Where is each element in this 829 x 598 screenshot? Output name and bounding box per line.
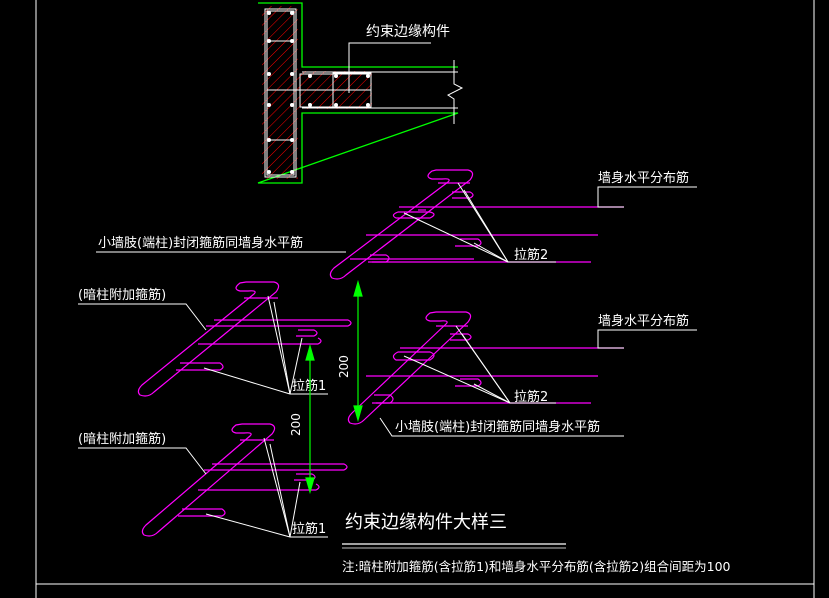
wall-horizontal-bar-mid-3 — [392, 351, 435, 361]
hidden-col-leader-bottom — [78, 447, 207, 475]
small-pier-label-top: 小墙肢(端柱)封闭箍筋同墙身水平筋 — [98, 235, 303, 251]
tie1-leader-a — [267, 295, 291, 395]
tie-bar-1-label-bottom: 拉筋1 — [292, 521, 326, 537]
column-hatch — [262, 6, 298, 179]
column-stirrup-inner — [266, 10, 295, 176]
wall-horiz-leader-mid — [597, 329, 697, 349]
tie2-leader-c — [403, 212, 509, 263]
tie-bar-2-label-mid: 拉筋2 — [514, 389, 548, 405]
wall-horiz-label-top: 墙身水平分布筋 — [598, 170, 689, 186]
tie-hooks-top — [368, 191, 482, 263]
closed-stirrup-top — [329, 169, 474, 280]
design-note: 注:暗柱附加箍筋(含拉筋1)和墙身水平分布筋(含拉筋2)组合间距为100 — [342, 559, 731, 574]
rebar-assembly-left-bottom — [141, 423, 348, 537]
wall-horizontal-bar-3 — [392, 211, 435, 219]
tie-hooks-mid — [372, 333, 482, 404]
tie2-leader-mid-b — [461, 333, 511, 404]
tie-bar-2-label-top: 拉筋2 — [514, 247, 548, 263]
hidden-col-bar-bottom-3 — [198, 483, 320, 491]
tie1-leader-bottom-d — [205, 513, 291, 538]
tie1-leader-b — [273, 301, 291, 395]
hidden-col-bar-top-5 — [296, 329, 318, 337]
hidden-col-bar-bottom-2 — [204, 463, 348, 471]
hidden-col-stirrup-bottom — [141, 423, 276, 537]
tie1-leader-d — [203, 367, 291, 395]
tie1-leader-bottom-b — [269, 443, 291, 538]
wall-horizontal-bar-mid-1 — [400, 325, 624, 349]
annotation-lines-top — [96, 182, 697, 263]
annotation-lines-left-top — [78, 295, 328, 395]
tie2-leader-d — [473, 242, 509, 263]
dimension-label-200-right: 200 — [337, 355, 351, 378]
hidden-col-bar-top-4 — [176, 362, 224, 371]
tie1-leader-bottom-c — [289, 481, 301, 538]
rebar-assembly-left-top — [137, 281, 352, 397]
wall-horiz-leader-top — [597, 186, 697, 208]
break-line — [447, 60, 464, 124]
tie2-leader-mid-c — [403, 355, 511, 404]
tie1-leader-c — [289, 337, 303, 395]
tie2-leader-b — [463, 189, 509, 263]
small-pier-leader-bottom — [379, 417, 624, 437]
dimension-200-left — [305, 343, 315, 495]
dimension-200-right — [353, 279, 363, 423]
hidden-col-bar-top-3 — [198, 337, 322, 345]
annotation-lines-left-bottom — [78, 437, 328, 538]
concrete-outline — [257, 2, 459, 184]
hidden-col-leader-top — [78, 303, 207, 331]
detail-title: 约束边缘构件大样三 — [345, 512, 507, 533]
rebar-assembly-top — [329, 169, 624, 280]
hidden-col-label-bottom: (暗柱附加箍筋) — [78, 431, 166, 447]
tie2-leader-mid-d — [473, 383, 511, 404]
t-section-plan: 约束边缘构件 — [257, 2, 464, 184]
tie1-leader-bottom-a — [263, 437, 291, 538]
component-leader — [348, 42, 431, 93]
hidden-col-bar-top-2 — [206, 319, 352, 327]
rebar-dots — [267, 11, 370, 174]
hidden-col-bar-bottom-4 — [178, 508, 226, 517]
dimension-label-200-left: 200 — [289, 413, 303, 436]
wall-horizontal-bar-1 — [399, 182, 624, 208]
wall-horiz-label-mid: 墙身水平分布筋 — [598, 313, 689, 329]
small-pier-label-bottom: 小墙肢(端柱)封闭箍筋同墙身水平筋 — [395, 419, 600, 435]
column-stirrup — [264, 8, 297, 178]
hidden-col-label-top: (暗柱附加箍筋) — [78, 287, 166, 303]
closed-stirrup-mid — [347, 311, 472, 425]
hidden-col-stirrup-top — [137, 281, 280, 397]
component-title: 约束边缘构件 — [366, 24, 450, 40]
tie-bar-1-label-top: 拉筋1 — [292, 378, 326, 394]
annotation-lines-mid — [379, 325, 697, 437]
